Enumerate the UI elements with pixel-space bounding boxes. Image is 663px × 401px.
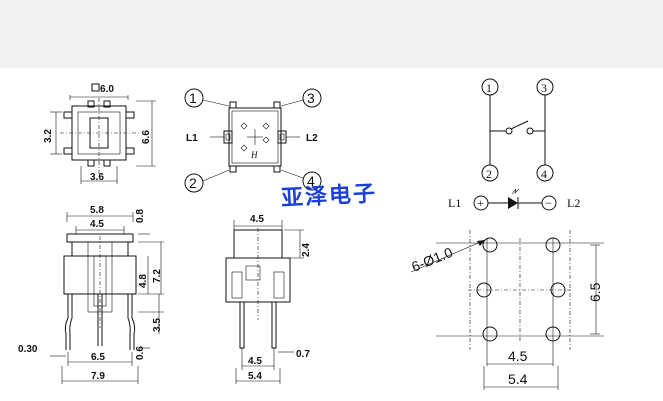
pin1-marker <box>184 88 204 108</box>
minus-sign: − <box>545 196 552 210</box>
pin4-marker <box>302 171 322 191</box>
pin-hole <box>550 282 566 298</box>
pitch-65-label: 6.5 <box>91 352 105 363</box>
square-dimension-label: 6.0 <box>100 84 114 95</box>
pin-06-label: 0.6 <box>135 346 146 360</box>
pin2-label: 2 <box>189 175 197 191</box>
schematic-l1-label: L1 <box>448 196 461 210</box>
header-band <box>0 0 663 68</box>
plus-sign: + <box>477 196 484 210</box>
top-height-label: 0.8 <box>135 209 146 223</box>
light-emission-icon <box>511 188 520 195</box>
pin-view-body <box>228 107 282 167</box>
height-dimension-label: 3.2 <box>43 129 54 143</box>
side-overall-label: 5.4 <box>248 371 262 382</box>
footprint-height-label: 6.5 <box>587 282 603 302</box>
footprint-pitch-label: 4.5 <box>508 348 528 364</box>
hole-spec-label: 6-Ø1.0 <box>409 244 455 275</box>
pin-hole <box>545 237 561 253</box>
side-height-label: 2.4 <box>301 243 312 257</box>
l1-label: L1 <box>186 133 198 144</box>
height-48-label: 4.8 <box>138 274 149 288</box>
schematic-l2-label: L2 <box>567 196 580 210</box>
side-pin-label: 0.7 <box>296 349 310 360</box>
top-width-label: 5.8 <box>90 205 104 216</box>
height-72-label: 7.2 <box>152 269 163 283</box>
pin3-marker <box>302 88 322 108</box>
pin-hole <box>476 282 492 298</box>
inner-width-label: 4.5 <box>90 219 104 230</box>
led-symbol <box>508 197 518 209</box>
schematic: 1 3 2 4 L1 + − L2 <box>448 78 580 211</box>
side-width-label: 4.5 <box>250 214 264 225</box>
cathode-circle <box>541 195 557 211</box>
overall-79-label: 7.9 <box>91 371 105 382</box>
l2-label: L2 <box>306 133 318 144</box>
side-pitch-label: 4.5 <box>248 356 262 367</box>
pin3-label: 3 <box>307 90 315 106</box>
schematic-pin3-label: 3 <box>541 81 547 95</box>
pin-35-label: 3.5 <box>152 318 163 332</box>
side-view: 4.5 2.4 0.7 4.5 5.4 <box>225 214 312 384</box>
pin4-label: 4 <box>307 173 315 189</box>
schematic-pin4-label: 4 <box>541 167 547 181</box>
depth-dimension-label: 6.6 <box>141 130 152 144</box>
thickness-label: 0.30 <box>18 344 38 355</box>
pcb-footprint: 6-Ø1.0 6.5 4.5 5.4 <box>409 230 604 390</box>
polarity-mark: H <box>250 150 258 160</box>
top-view: 6.0 3.2 6.6 3.6 <box>43 83 156 184</box>
schematic-pin1-label: 1 <box>486 81 492 95</box>
square-symbol <box>91 83 100 92</box>
pin2-marker <box>184 173 204 193</box>
footprint-overall-label: 5.4 <box>508 371 528 387</box>
pin-hole <box>482 237 498 253</box>
brand-watermark: 亚泽电子 <box>280 181 377 212</box>
pin1-label: 1 <box>189 90 197 106</box>
pin-hole <box>545 326 561 342</box>
pin-view: 1 3 2 4 L1 L2 H <box>184 88 322 193</box>
pin-hole <box>482 326 498 342</box>
front-view: 5.8 4.5 0.8 7.2 4.8 3.5 0. <box>18 205 164 384</box>
schematic-pin2-label: 2 <box>486 167 492 181</box>
switch-contact <box>510 120 529 130</box>
width-dimension-label: 3.6 <box>90 172 104 183</box>
